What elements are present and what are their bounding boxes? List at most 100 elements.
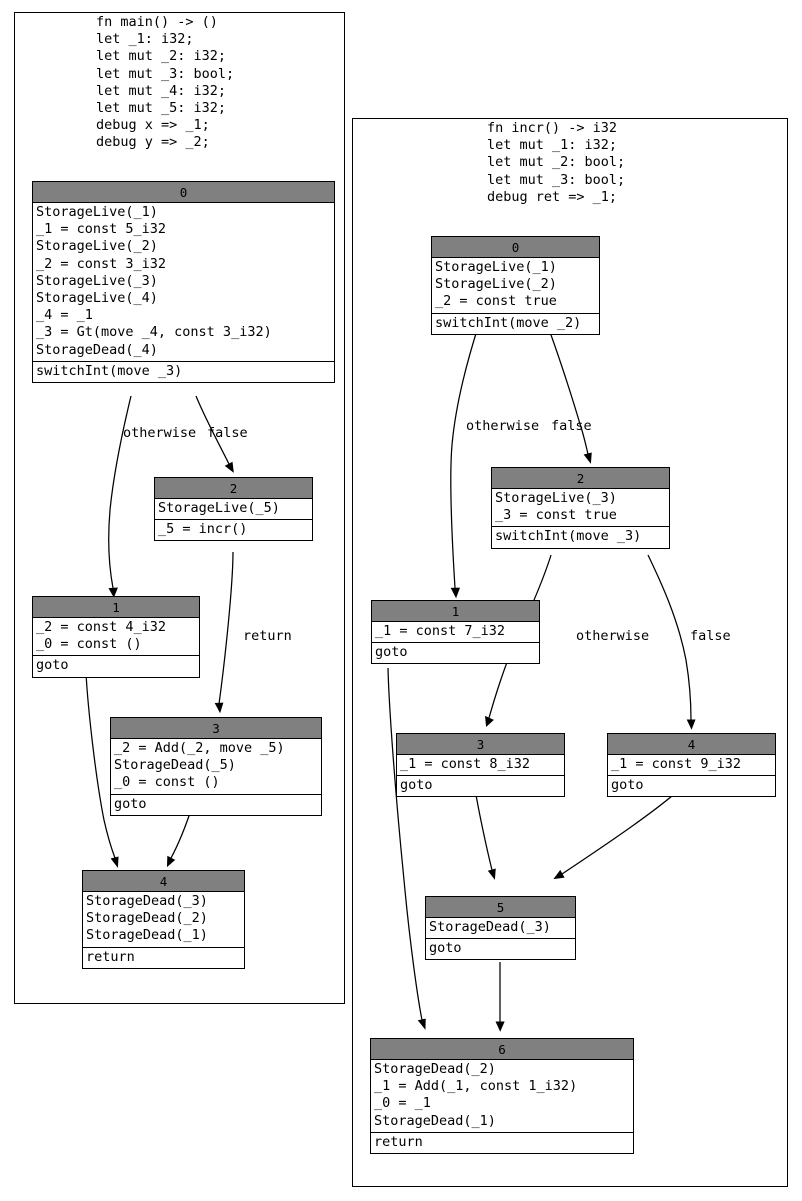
node-statements-incr-bb5: StorageDead(_3) <box>426 918 575 940</box>
stmt: _3 = Gt(move _4, const 3_i32) <box>36 324 272 341</box>
node-incr-bb3[interactable]: 3 _1 = const 8_i32 goto <box>396 733 565 798</box>
edge-label-incr-false-0: false <box>551 418 592 434</box>
node-terminator-incr-bb3: goto <box>397 776 564 796</box>
stmt: _0 = _1 <box>374 1095 431 1112</box>
terminator: goto <box>611 777 644 794</box>
node-header-main-bb4: 4 <box>83 871 244 892</box>
node-terminator-incr-bb4: goto <box>608 776 775 796</box>
node-terminator-incr-bb5: goto <box>426 939 575 959</box>
stmt: StorageDead(_2) <box>86 910 208 927</box>
node-terminator-main-bb4: return <box>83 948 244 968</box>
node-terminator-incr-bb0: switchInt(move _2) <box>432 314 599 334</box>
terminator: switchInt(move _2) <box>435 314 582 331</box>
stmt: StorageDead(_3) <box>429 919 551 935</box>
node-main-bb3[interactable]: 3 _2 = Add(_2, move _5) StorageDead(_5) … <box>110 717 322 816</box>
edge-label-incr-false-2: false <box>690 628 731 644</box>
stmt: _2 = const 4_i32 <box>36 619 167 635</box>
node-statements-incr-bb4: _1 = const 9_i32 <box>608 755 775 777</box>
terminator: return <box>86 948 135 965</box>
edge-label-main-return: return <box>243 628 292 644</box>
stmt: _3 = const true <box>495 507 617 524</box>
terminator: switchInt(move _3) <box>495 528 642 545</box>
node-header-incr-bb4: 4 <box>608 734 775 755</box>
node-terminator-main-bb0: switchInt(move _3) <box>33 362 334 382</box>
node-header-main-bb3: 3 <box>111 718 321 739</box>
stmt: _1 = const 5_i32 <box>36 221 167 238</box>
stmt: StorageDead(_2) <box>374 1061 496 1077</box>
node-statements-main-bb2: StorageLive(_5) <box>155 499 312 521</box>
edge-label-incr-otherwise-2: otherwise <box>576 628 650 644</box>
node-statements-incr-bb1: _1 = const 7_i32 <box>372 622 539 644</box>
stmt: StorageDead(_4) <box>36 341 158 358</box>
edge-label-main-false: false <box>207 425 248 441</box>
node-terminator-incr-bb6: return <box>371 1133 633 1153</box>
stmt: _4 = _1 <box>36 307 93 324</box>
terminator: goto <box>114 795 147 812</box>
node-incr-bb1[interactable]: 1 _1 = const 7_i32 goto <box>371 600 540 665</box>
terminator: goto <box>429 940 462 957</box>
terminator: _5 = incr() <box>158 521 248 538</box>
stmt: StorageLive(_1) <box>36 204 158 220</box>
node-statements-main-bb4: StorageDead(_3) StorageDead(_2) StorageD… <box>83 892 244 948</box>
node-incr-bb0[interactable]: 0 StorageLive(_1) StorageLive(_2) _2 = c… <box>431 236 600 335</box>
node-incr-bb5[interactable]: 5 StorageDead(_3) goto <box>425 896 576 961</box>
stmt: StorageLive(_2) <box>36 238 158 255</box>
stmt: _0 = const () <box>36 636 142 653</box>
terminator: goto <box>400 777 433 794</box>
node-incr-bb6[interactable]: 6 StorageDead(_2) _1 = Add(_1, const 1_i… <box>370 1038 634 1155</box>
stmt: StorageLive(_3) <box>36 272 158 289</box>
node-statements-main-bb3: _2 = Add(_2, move _5) StorageDead(_5) _0… <box>111 739 321 795</box>
stmt: _2 = Add(_2, move _5) <box>114 740 285 756</box>
node-terminator-incr-bb1: goto <box>372 643 539 663</box>
stmt: StorageDead(_5) <box>114 757 236 774</box>
node-header-main-bb1: 1 <box>33 597 199 618</box>
stmt: StorageLive(_2) <box>435 276 557 293</box>
edge-label-main-otherwise: otherwise <box>123 425 197 441</box>
node-header-incr-bb2: 2 <box>492 468 669 489</box>
cluster-main <box>14 12 345 1004</box>
terminator: goto <box>36 657 69 674</box>
node-header-main-bb2: 2 <box>155 478 312 499</box>
node-header-incr-bb6: 6 <box>371 1039 633 1060</box>
stmt: StorageDead(_1) <box>86 927 208 944</box>
node-header-incr-bb0: 0 <box>432 237 599 258</box>
node-incr-bb4[interactable]: 4 _1 = const 9_i32 goto <box>607 733 776 798</box>
node-header-incr-bb5: 5 <box>426 897 575 918</box>
stmt: StorageLive(_4) <box>36 290 158 307</box>
node-terminator-main-bb2: _5 = incr() <box>155 520 312 540</box>
terminator: switchInt(move _3) <box>36 362 183 379</box>
terminator: return <box>374 1133 423 1150</box>
node-main-bb0[interactable]: 0 StorageLive(_1) _1 = const 5_i32 Stora… <box>32 181 335 384</box>
node-header-incr-bb1: 1 <box>372 601 539 622</box>
node-statements-incr-bb0: StorageLive(_1) StorageLive(_2) _2 = con… <box>432 258 599 314</box>
node-incr-bb2[interactable]: 2 StorageLive(_3) _3 = const true switch… <box>491 467 670 549</box>
stmt: _0 = const () <box>114 774 220 791</box>
node-statements-main-bb0: StorageLive(_1) _1 = const 5_i32 Storage… <box>33 203 334 362</box>
node-statements-incr-bb2: StorageLive(_3) _3 = const true <box>492 489 669 528</box>
node-terminator-incr-bb2: switchInt(move _3) <box>492 527 669 547</box>
node-main-bb1[interactable]: 1 _2 = const 4_i32 _0 = const () goto <box>32 596 200 678</box>
edge-label-incr-otherwise-0: otherwise <box>466 418 540 434</box>
node-statements-incr-bb6: StorageDead(_2) _1 = Add(_1, const 1_i32… <box>371 1060 633 1133</box>
fn-signature-main: fn main() -> () let _1: i32; let mut _2:… <box>96 14 235 151</box>
stmt: StorageLive(_5) <box>158 500 280 516</box>
stmt: StorageLive(_1) <box>435 259 557 275</box>
terminator: goto <box>375 644 408 661</box>
stmt: StorageLive(_3) <box>495 490 617 506</box>
stmt: _2 = const true <box>435 293 557 310</box>
stmt: _1 = const 9_i32 <box>611 756 742 772</box>
stmt: _1 = Add(_1, const 1_i32) <box>374 1078 578 1095</box>
node-terminator-main-bb1: goto <box>33 656 199 676</box>
stmt: _1 = const 7_i32 <box>375 623 506 639</box>
stmt: _1 = const 8_i32 <box>400 756 531 772</box>
node-main-bb4[interactable]: 4 StorageDead(_3) StorageDead(_2) Storag… <box>82 870 245 969</box>
fn-signature-incr: fn incr() -> i32 let mut _1: i32; let mu… <box>487 120 626 205</box>
stmt: StorageDead(_1) <box>374 1112 496 1129</box>
node-main-bb2[interactable]: 2 StorageLive(_5) _5 = incr() <box>154 477 313 542</box>
node-header-incr-bb3: 3 <box>397 734 564 755</box>
stmt: _2 = const 3_i32 <box>36 255 167 272</box>
stmt: StorageDead(_3) <box>86 893 208 909</box>
node-statements-main-bb1: _2 = const 4_i32 _0 = const () <box>33 618 199 657</box>
cluster-incr <box>352 118 788 1187</box>
